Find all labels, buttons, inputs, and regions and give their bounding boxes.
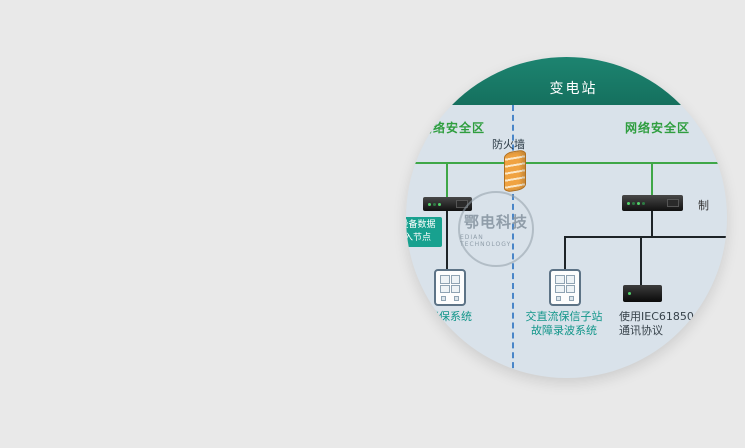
- relay-buttons: [441, 296, 459, 301]
- network-switch-right: [622, 195, 683, 211]
- data-access-node-box: 主设备数据 接入节点: [406, 217, 442, 247]
- firewall-label: 防火墙: [492, 138, 525, 151]
- firewall-icon: [504, 149, 526, 193]
- substation-title: 变电站: [549, 81, 598, 97]
- led-indicator: [433, 202, 436, 206]
- substation-header-band: 变电站: [406, 57, 727, 105]
- relay-panel-grid: [555, 275, 575, 293]
- caption-middle-line1: 交直流保信子站: [525, 310, 603, 323]
- protection-relay-device-left: [434, 269, 466, 306]
- led-indicator: [438, 202, 441, 206]
- connector-line: [446, 211, 448, 270]
- protocol-gateway-device: [623, 285, 662, 302]
- led-indicator: [632, 201, 635, 205]
- led-indicator: [637, 201, 640, 205]
- caption-middle-line2: 故障录波系统: [531, 324, 597, 337]
- green-network-bus-line: [406, 162, 727, 164]
- caption-right-protocol: 使用IEC61850 通讯协议: [619, 310, 711, 338]
- protection-relay-device-middle: [549, 269, 581, 306]
- node-box-line1: 主设备数据: [406, 220, 436, 230]
- connector-bus-line: [564, 236, 727, 238]
- watermark-logo: 鄂电科技 EDIAN TECHNOLOGY: [458, 191, 534, 267]
- led-indicator: [628, 292, 631, 295]
- relay-panel-grid: [440, 275, 460, 293]
- relay-buttons: [556, 296, 574, 301]
- led-indicator: [642, 201, 645, 205]
- zone-label-right: 网络安全区: [625, 121, 691, 135]
- green-stub-left: [446, 164, 448, 197]
- node-box-line2: 接入节点: [406, 233, 431, 243]
- substation-diagram-circle: 变电站 网络安全区 网络安全区 防火墙 制: [406, 57, 727, 378]
- led-indicator: [627, 201, 630, 205]
- switch-side-label: 制: [698, 199, 709, 212]
- green-stub-right: [651, 164, 653, 195]
- zone-label-left: 网络安全区: [420, 121, 486, 135]
- caption-right-line2: 通讯协议: [619, 324, 663, 337]
- led-indicator: [428, 202, 431, 206]
- caption-left-system: 继保系统: [428, 310, 472, 323]
- connector-line: [564, 236, 566, 270]
- connector-line: [651, 211, 653, 238]
- network-switch-left: [423, 197, 472, 211]
- watermark-cn-text: 鄂电科技: [463, 212, 528, 231]
- caption-middle-system: 交直流保信子站 故障录波系统: [516, 310, 612, 338]
- caption-right-line1: 使用IEC61850: [619, 310, 694, 323]
- watermark-en-text: EDIAN TECHNOLOGY: [460, 233, 512, 248]
- connector-line: [640, 238, 642, 286]
